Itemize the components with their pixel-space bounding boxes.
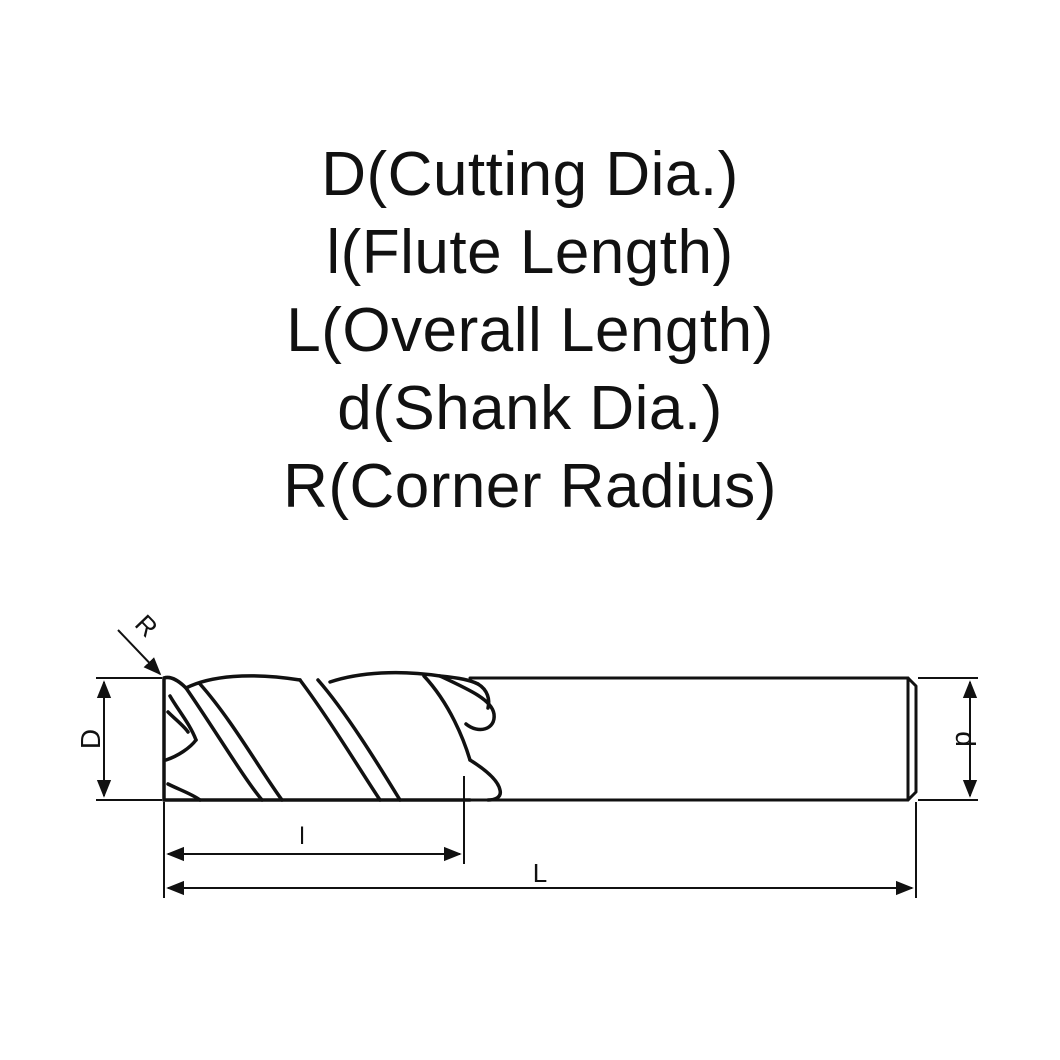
dimension-legend: D(Cutting Dia.) l(Flute Length) L(Overal… (0, 136, 1060, 526)
legend-shank-dia: d(Shank Dia.) (337, 374, 723, 443)
label-flute-length: l (299, 823, 304, 850)
label-corner-radius: R (129, 609, 164, 643)
flute-section (162, 670, 503, 802)
legend-corner-radius: R(Corner Radius) (283, 452, 777, 521)
shank (468, 676, 918, 802)
end-mill-tool (162, 670, 918, 802)
dimension-flute-length (163, 776, 465, 898)
label-cutting-dia: D (75, 729, 106, 749)
dimension-overall-length (166, 802, 917, 898)
label-overall-length: L (533, 858, 547, 888)
dimension-shank-dia (918, 677, 978, 801)
label-shank-dia: d (950, 731, 981, 747)
legend-overall-length: L(Overall Length) (286, 296, 774, 365)
legend-flute-length: l(Flute Length) (326, 218, 734, 287)
legend-cutting-dia: D(Cutting Dia.) (321, 140, 739, 209)
dimension-cutting-dia (96, 677, 162, 801)
dimension-corner-radius (117, 629, 162, 676)
